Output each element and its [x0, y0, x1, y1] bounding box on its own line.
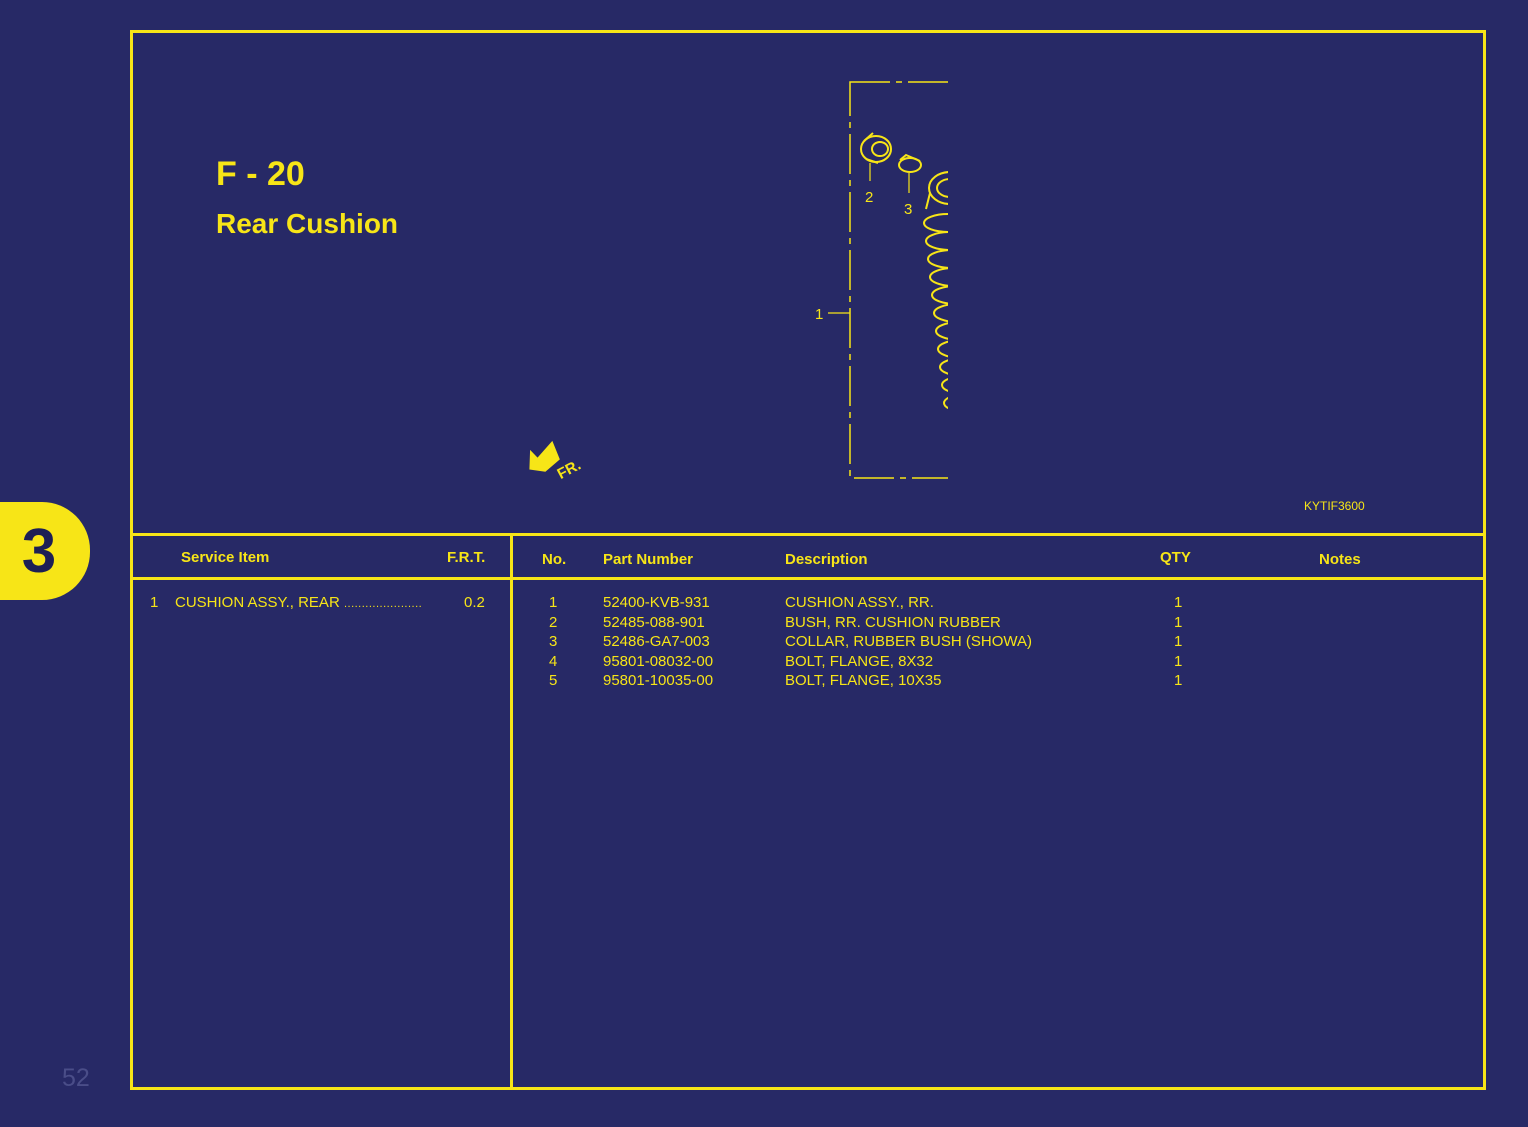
- no-header: No.: [542, 551, 567, 568]
- service-item-header: Service Item: [181, 549, 270, 566]
- column-divider: [510, 533, 513, 1087]
- chapter-number: 3: [21, 516, 57, 586]
- frt-header: F.R.T.: [447, 549, 486, 566]
- table-row: 1: [549, 594, 558, 611]
- rear-cushion-diagram: FR.: [529, 81, 948, 483]
- parts-no-column: 1 2 3 4 5: [549, 593, 557, 691]
- figure-divider: [133, 533, 1483, 536]
- description-header: Description: [785, 551, 868, 568]
- figure-number: F - 20: [216, 155, 305, 193]
- table-row: 95801-10035-00: [603, 672, 714, 689]
- table-row: BUSH, RR. CUSHION RUBBER: [785, 613, 1001, 631]
- collar-part: [898, 153, 922, 193]
- front-label: FR.: [554, 457, 583, 483]
- callout-1: 1: [815, 306, 823, 323]
- front-arrow-icon: [529, 440, 560, 472]
- table-row: COLLAR, RUBBER BUSH (SHOWA): [785, 633, 1032, 650]
- table-row: 1: [1174, 594, 1183, 611]
- page-number: 52: [62, 1064, 90, 1092]
- chapter-tab: 3: [0, 502, 90, 600]
- part-number-header: Part Number: [603, 551, 694, 568]
- notes-header: Notes: [1319, 551, 1361, 568]
- service-row-label: CUSHION ASSY., REAR: [175, 594, 340, 611]
- service-row-frt: 0.2: [464, 594, 485, 611]
- shock-absorber-part: [828, 171, 948, 410]
- rubber-bush-part: [860, 132, 892, 181]
- table-row: BOLT, FLANGE, 8X32: [785, 652, 934, 670]
- table-row: 95801-08032-00: [603, 652, 714, 670]
- part-number-column: 52400-KVB-931 52485-088-901 52486-GA7-00…: [603, 593, 713, 691]
- parts-page-frame: F - 20 Rear Cushion FR.: [130, 30, 1486, 1090]
- table-row: CUSHION ASSY., RR.: [785, 594, 934, 611]
- figure-title: Rear Cushion: [216, 208, 399, 239]
- table-row: 1: [1174, 652, 1183, 670]
- table-row: 1: [1174, 633, 1183, 650]
- table-row: 52400-KVB-931: [603, 594, 710, 611]
- table-header-divider: [133, 577, 1483, 580]
- table-row: 4: [549, 652, 558, 670]
- table-row: BOLT, FLANGE, 10X35: [785, 672, 942, 689]
- callout-2: 2: [865, 189, 873, 206]
- description-column: CUSHION ASSY., RR. BUSH, RR. CUSHION RUB…: [785, 593, 1032, 691]
- service-row-no: 1: [150, 594, 159, 611]
- service-row-dots: ......................: [343, 598, 423, 610]
- table-row: 3: [549, 633, 558, 650]
- table-row: 5: [549, 672, 558, 689]
- qty-header: QTY: [1160, 549, 1191, 566]
- table-row: 1: [1174, 613, 1183, 631]
- table-row: 52485-088-901: [603, 613, 705, 631]
- table-row: 1: [1174, 672, 1183, 689]
- qty-column: 1 1 1 1 1: [1174, 593, 1182, 691]
- assembly-outline: [849, 81, 948, 479]
- service-row-item: CUSHION ASSY., REAR ....................…: [175, 593, 422, 615]
- figure-ref-code: KYTIF3600: [1304, 499, 1365, 513]
- table-row: 52486-GA7-003: [603, 633, 710, 650]
- callout-3: 3: [904, 201, 912, 218]
- table-row: 2: [549, 613, 558, 631]
